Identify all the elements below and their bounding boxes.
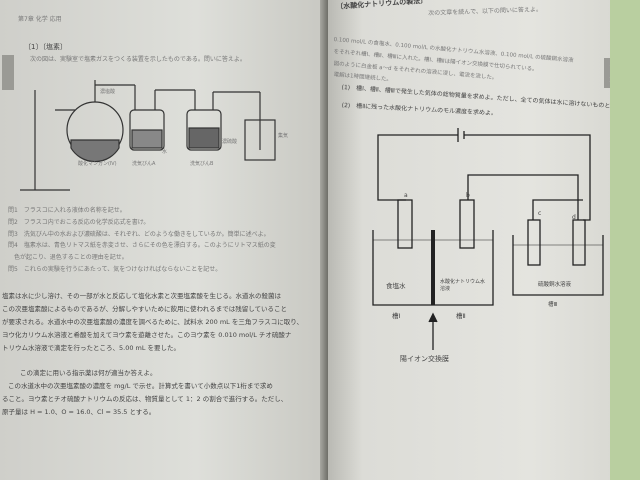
question-2: 問2 フラスコ内でおこる反応の化学反応式を書け。 [8,219,150,226]
para-line: この次亜塩素酸によるものであるが、分解しやすいために飲用に使われるまでは残留して… [2,305,288,313]
label-collect: 集気 [278,133,289,139]
electrode-b: b [466,192,470,199]
electrode-a: a [404,192,408,199]
electrode-d: d [572,214,576,221]
tank-1-label: 槽Ⅰ [392,312,401,320]
label-bottle-a: 洗気びんA [132,161,156,167]
label-mno2: 酸化マンガン(Ⅳ) [78,161,117,167]
bath3-label: 硫酸銅水溶液 [538,282,572,288]
subq-line: この水道水中の次亜塩素酸の濃度を mg/L で示せ。計算式を書いて小数点以下1桁… [8,382,273,390]
para-line: 塩素は水に少し溶け、その一部が水と反応して塩化水素と次亜塩素酸を生じる。水道水の… [2,292,281,300]
left-header: 第7章 化学 応用 [18,16,62,23]
right-section: 〔水酸化ナトリウムの製法〕 [336,0,428,11]
left-intro: 次の図は、実験室で塩素ガスをつくる装置を示したものである。問いに答えよ。 [30,56,246,63]
tank-3-label: 槽Ⅲ [548,302,558,308]
green-bookmark-edge [610,0,640,480]
subq-line: この滴定に用いる指示薬は何が適当か答えよ。 [20,369,157,377]
electrode-c: c [538,210,542,217]
para-line: が要求される。水道水中の次亜塩素酸の濃度を調べるために、試料水 200 mL を… [2,318,303,326]
question-5: 問5 これらの実験を行うにあたって、気をつけなければならないことを記せ。 [8,266,222,273]
electrolysis-diagram [372,128,604,350]
label-hcl: 濃塩酸 [100,89,116,95]
para-line: ヨウ化カリウム水溶液と希酸を加えてヨウ素を遊離させた。このヨウ素を 0.010 … [2,331,292,339]
chlorine-apparatus-diagram [20,80,276,191]
subq-line: ること。ヨウ素とチオ硫酸ナトリウムの反応は、物質量として 1：2 の割合で進行す… [2,395,288,403]
left-page: 第7章 化学 応用 〔1〕〔塩素〕 次の図は、実験室で塩素ガスをつくる装置を示し… [0,0,328,480]
bath2-label: 水酸化ナトリウム水溶液 [440,279,486,292]
question-4-cont: 色が起こり、退色することの理由を記せ。 [8,254,128,261]
left-side-tab [2,55,14,90]
right-intro: 次の文章を読んで、以下の問いに答えよ。 [428,6,543,17]
para-line: トリウム水溶液で滴定を行ったところ、5.00 mL を要した。 [2,344,181,352]
membrane-label: 陽イオン交換膜 [400,355,449,363]
subq-line: 原子量は H = 1.0、O = 16.0、Cl = 35.5 とする。 [2,408,156,416]
question-4: 問4 塩素水は、青色リトマス紙を赤変させ、さらにその色を漂白する。このようにリト… [8,242,276,249]
question-1: 問1 フラスコに入れる液体の名称を記せ。 [8,207,126,214]
bath1-label: 食塩水 [386,282,406,290]
question-3: 問3 洗気びん中の水および濃硫酸は、それぞれ、どのような働きをしているか。簡単に… [8,231,270,238]
label-h2so4: 濃硫酸 [222,139,238,145]
left-section: 〔1〕〔塩素〕 [24,43,67,51]
label-water: 水 [162,149,168,155]
right-page: 〔水酸化ナトリウムの製法〕 次の文章を読んで、以下の問いに答えよ。 0.100 … [328,0,628,480]
label-bottle-b: 洗気びんB [190,161,214,167]
right-question-2: (2) 槽Ⅱに残った水酸化ナトリウムのモル濃度を求めよ。 [341,101,498,118]
tank-2-label: 槽Ⅱ [456,312,466,320]
